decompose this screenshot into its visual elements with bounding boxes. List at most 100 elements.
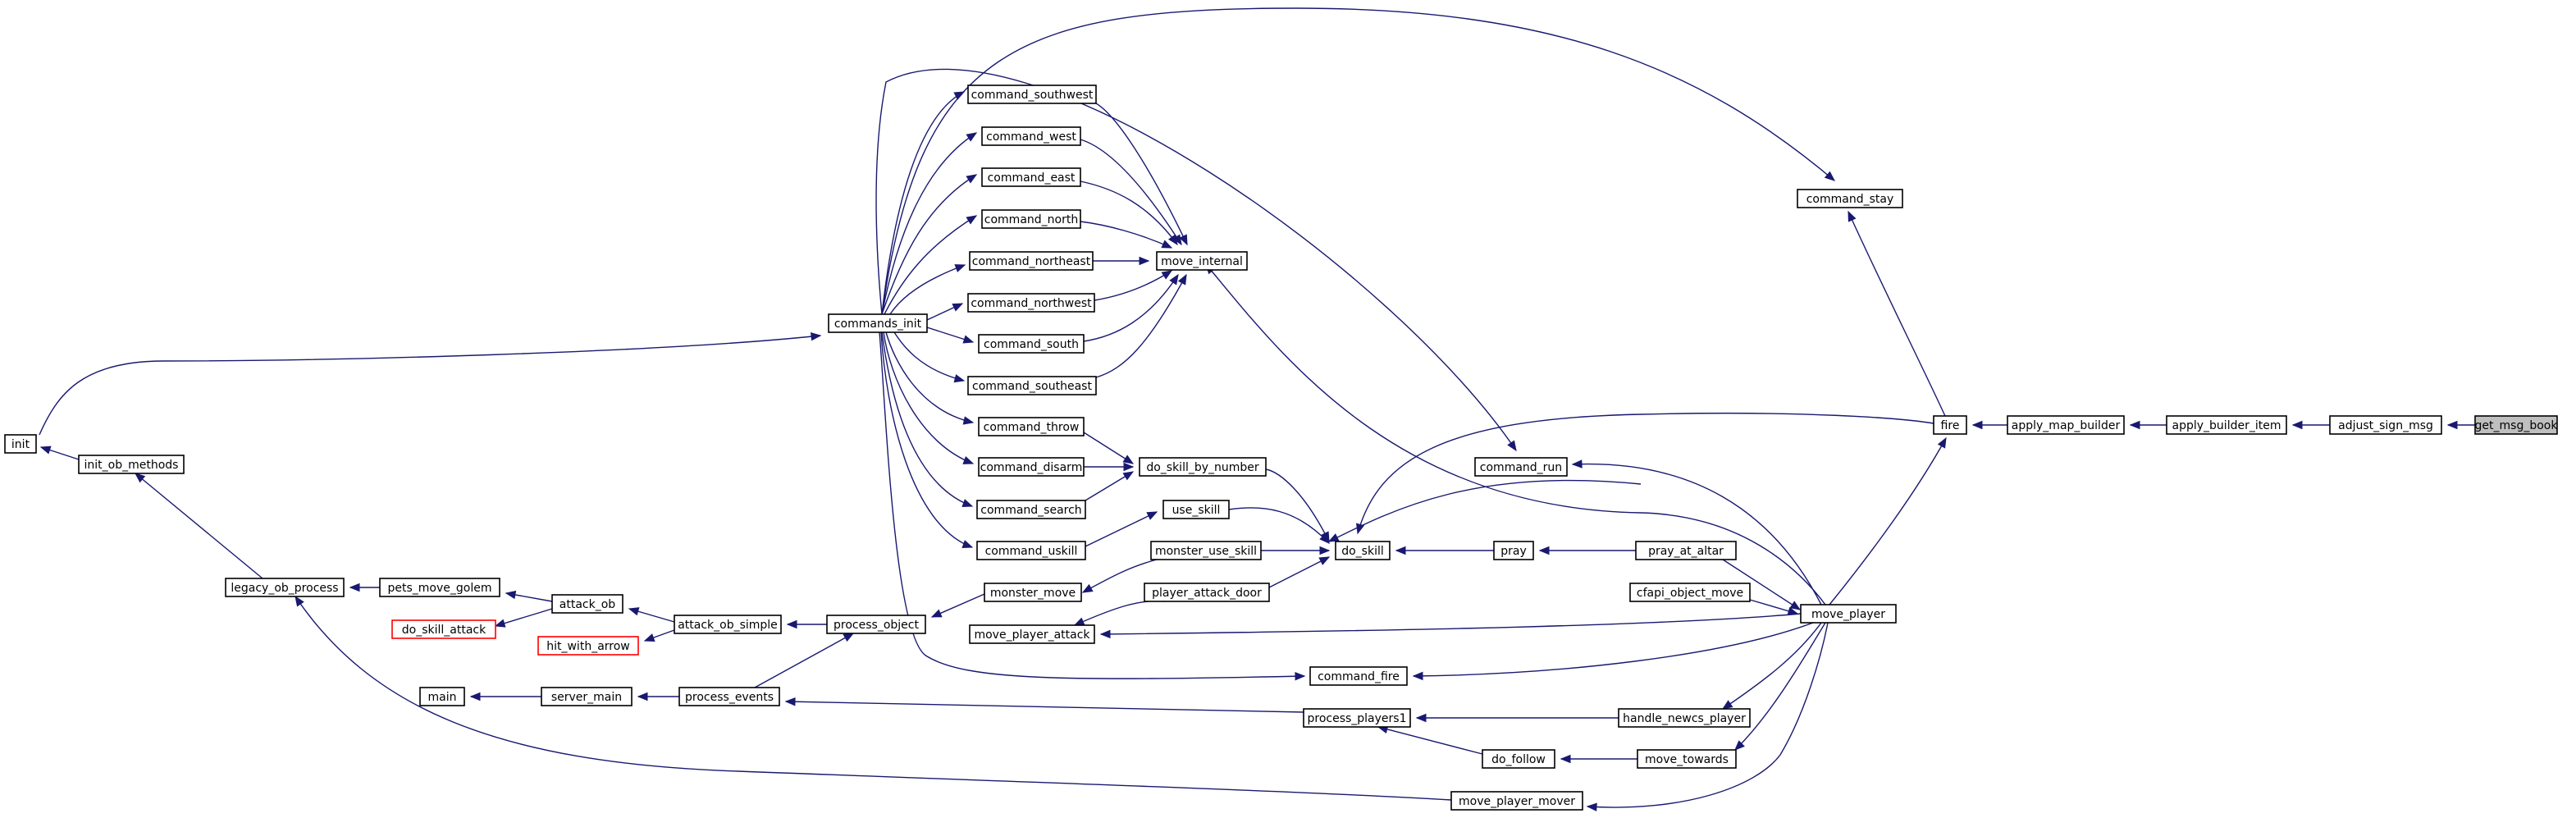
- arrowhead: [39, 446, 52, 455]
- node-command-throw[interactable]: command_throw: [978, 417, 1085, 436]
- node-pray-at-altar[interactable]: pray_at_altar: [1635, 541, 1737, 560]
- node-do-follow[interactable]: do_follow: [1482, 749, 1555, 769]
- node-command-east[interactable]: command_east: [981, 167, 1081, 187]
- node-label: move_player_attack: [974, 628, 1090, 642]
- arrowhead: [637, 692, 648, 701]
- node-main[interactable]: main: [419, 687, 465, 706]
- node-handle-newcs-player[interactable]: handle_newcs_player: [1618, 708, 1751, 728]
- node-label: apply_builder_item: [2172, 419, 2281, 432]
- arrowhead: [1169, 273, 1179, 286]
- node-command-south[interactable]: command_south: [978, 334, 1085, 354]
- node-label: process_object: [834, 619, 919, 632]
- node-box: [981, 126, 1081, 146]
- edge-move_player-move_towards: [1734, 622, 1826, 751]
- node-box: [967, 85, 1097, 104]
- node-attack-ob[interactable]: attack_ob: [551, 594, 623, 614]
- node-adjust-sign-msg[interactable]: adjust_sign_msg: [2329, 415, 2442, 435]
- arrowhead: [628, 607, 640, 616]
- arrowhead: [1123, 462, 1135, 472]
- node-command-fire[interactable]: command_fire: [1309, 666, 1408, 686]
- node-command-north[interactable]: command_north: [981, 209, 1081, 229]
- arrowhead: [1179, 234, 1188, 246]
- edge-process_players1-do_follow: [1377, 726, 1483, 755]
- node-box: [978, 457, 1085, 477]
- node-command-southeast[interactable]: command_southeast: [967, 376, 1097, 395]
- node-label: command_south: [984, 338, 1079, 351]
- node-label: move_player: [1811, 608, 1885, 621]
- edge-commands_init-command_disarm: [883, 331, 974, 464]
- node-player-attack-door[interactable]: player_attack_door: [1144, 583, 1270, 602]
- node-box: [1637, 749, 1737, 769]
- node-monster-move[interactable]: monster_move: [984, 583, 1082, 602]
- node-pray[interactable]: pray: [1493, 541, 1534, 560]
- arrowhead: [966, 132, 978, 142]
- node-commands-init[interactable]: commands_init: [828, 313, 928, 333]
- node-command-stay[interactable]: command_stay: [1797, 189, 1903, 208]
- node-move-towards[interactable]: move_towards: [1637, 749, 1737, 769]
- node-command-run[interactable]: command_run: [1474, 457, 1568, 477]
- node-do-skill[interactable]: do_skill: [1335, 541, 1391, 560]
- edge-move_player_attack-player_attack_door: [1074, 600, 1166, 626]
- node-box: [674, 615, 782, 634]
- node-get-msg-book[interactable]: get_msg_book: [2474, 415, 2559, 435]
- node-box: [1150, 541, 1262, 560]
- node-label: command_west: [986, 130, 1076, 144]
- node-command-uskill[interactable]: command_uskill: [976, 541, 1086, 560]
- node-hit-with-arrow[interactable]: hit_with_arrow: [537, 636, 639, 656]
- node-label: hit_with_arrow: [546, 640, 630, 653]
- node-move-internal[interactable]: move_internal: [1156, 251, 1248, 271]
- arrowhead: [1734, 740, 1745, 751]
- node-label: move_player_mover: [1459, 795, 1575, 808]
- node-label: command_throw: [984, 421, 1080, 434]
- node-command-west[interactable]: command_west: [981, 126, 1081, 146]
- edge-commands_init-command_stay: [881, 7, 1835, 315]
- node-command-northeast[interactable]: command_northeast: [969, 251, 1094, 271]
- node-do-skill-by-number[interactable]: do_skill_by_number: [1139, 457, 1267, 477]
- node-legacy-ob-process[interactable]: legacy_ob_process: [225, 578, 345, 597]
- node-apply-map-builder[interactable]: apply_map_builder: [2007, 415, 2125, 435]
- node-command-northwest[interactable]: command_northwest: [967, 293, 1095, 313]
- arrowhead: [1321, 531, 1330, 543]
- node-command-search[interactable]: command_search: [976, 500, 1086, 519]
- node-box: [1493, 541, 1534, 560]
- node-box: [826, 615, 926, 634]
- node-process-events[interactable]: process_events: [678, 687, 780, 706]
- arrowhead: [962, 335, 975, 344]
- arrowhead: [494, 619, 506, 628]
- node-box: [1618, 708, 1751, 728]
- node-box: [1797, 189, 1903, 208]
- node-label: process_players1: [1307, 712, 1406, 725]
- edge-do_skill-player_attack_door: [1268, 556, 1330, 588]
- arrowhead: [1172, 234, 1182, 246]
- node-command-disarm[interactable]: command_disarm: [978, 457, 1085, 477]
- node-init[interactable]: init: [4, 434, 37, 454]
- node-box: [2007, 415, 2125, 435]
- node-process-object[interactable]: process_object: [826, 615, 926, 634]
- node-box: [379, 578, 500, 597]
- node-label: player_attack_door: [1152, 587, 1262, 600]
- node-label: move_internal: [1161, 255, 1243, 268]
- node-use-skill[interactable]: use_skill: [1162, 500, 1230, 519]
- node-cfapi-object-move[interactable]: cfapi_object_move: [1629, 583, 1751, 602]
- node-pets-move-golem[interactable]: pets_move_golem: [379, 578, 500, 597]
- node-move-player[interactable]: move_player: [1800, 604, 1897, 624]
- node-move-player-mover[interactable]: move_player_mover: [1450, 791, 1583, 811]
- arrowhead: [966, 174, 978, 184]
- node-apply-builder-item[interactable]: apply_builder_item: [2166, 415, 2287, 435]
- node-do-skill-attack[interactable]: do_skill_attack: [391, 619, 496, 639]
- nodes: get_msg_book adjust_sign_msg apply_builder…: [4, 85, 2559, 811]
- node-fire[interactable]: fire: [1933, 415, 1967, 435]
- node-command-southwest[interactable]: command_southwest: [967, 85, 1097, 104]
- node-init-ob-methods[interactable]: init_ob_methods: [78, 455, 185, 474]
- edge-commands_init-command_throw: [885, 331, 974, 423]
- arrowhead: [952, 303, 964, 312]
- node-box: [969, 251, 1094, 271]
- node-monster-use-skill[interactable]: monster_use_skill: [1150, 541, 1262, 560]
- node-attack-ob-simple[interactable]: attack_ob_simple: [674, 615, 782, 634]
- node-move-player-attack[interactable]: move_player_attack: [969, 624, 1095, 644]
- arrowhead: [1146, 511, 1158, 520]
- node-process-players1[interactable]: process_players1: [1303, 708, 1411, 728]
- node-label: attack_ob_simple: [678, 619, 778, 632]
- arrowhead: [2129, 420, 2140, 430]
- node-server-main[interactable]: server_main: [541, 687, 633, 706]
